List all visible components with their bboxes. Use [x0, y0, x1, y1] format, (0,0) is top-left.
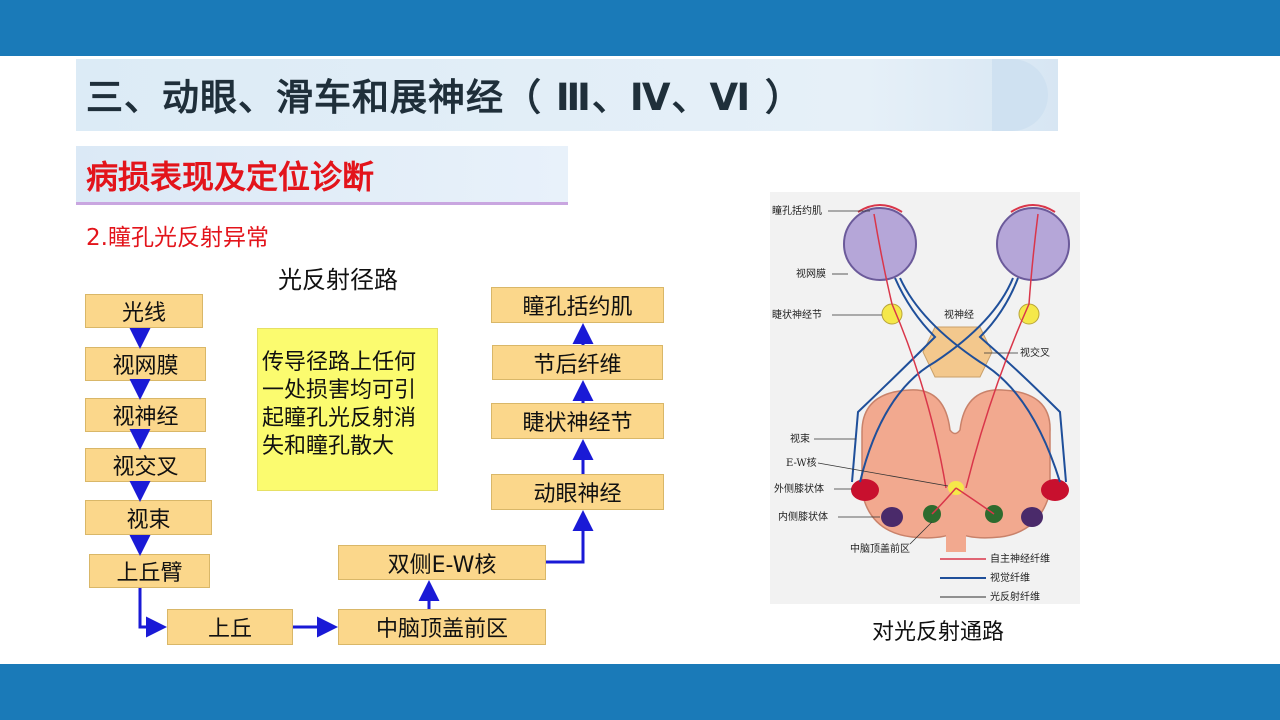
svg-text:视神经: 视神经 [944, 308, 974, 321]
svg-text:自主神经纤维: 自主神经纤维 [990, 552, 1050, 565]
visual-fibers [851, 277, 1067, 483]
section-heading: 病损表现及定位诊断 [86, 158, 375, 196]
flow-box-sphincter: 瞳孔括约肌 [491, 287, 664, 323]
brainstem [946, 482, 966, 552]
svg-text:视交叉: 视交叉 [1020, 346, 1050, 359]
left-lgb [851, 479, 879, 501]
arrow-ew-oculomotor [546, 510, 594, 564]
title-band: 三、动眼、滑车和展神经（ Ⅲ、Ⅳ、Ⅵ ） [76, 59, 1058, 131]
right-mgb [1021, 507, 1043, 527]
svg-text:内侧膝状体: 内侧膝状体 [778, 510, 828, 523]
left-iris [857, 204, 903, 213]
title-decoration [992, 59, 1048, 131]
right-eyeball [996, 207, 1070, 281]
svg-text:视网膜: 视网膜 [796, 267, 826, 280]
diagram-title: 光反射径路 [278, 266, 398, 294]
flow-box-brachium: 上丘臂 [89, 554, 210, 588]
page-title: 三、动眼、滑车和展神经（ Ⅲ、Ⅳ、Ⅵ ） [86, 76, 804, 119]
flow-box-retina: 视网膜 [85, 347, 206, 381]
flow-box-optic-tract: 视束 [85, 500, 212, 535]
svg-text:E-W核: E-W核 [786, 456, 817, 469]
flow-box-chiasm: 视交叉 [85, 448, 206, 482]
svg-text:视束: 视束 [790, 432, 810, 445]
arrow-brachium-colliculus [138, 588, 167, 638]
flow-box-light: 光线 [85, 294, 203, 328]
bottom-bar [0, 664, 1280, 720]
subtitle-band: 病损表现及定位诊断 [76, 146, 568, 205]
left-mgb [881, 507, 903, 527]
autonomic-fibers [873, 213, 1039, 515]
flow-box-optic-nerve: 视神经 [85, 398, 206, 432]
top-bar [0, 0, 1280, 56]
flow-box-postganglionic: 节后纤维 [492, 345, 663, 380]
svg-text:外侧膝状体: 外侧膝状体 [774, 482, 824, 495]
section-label: 2.瞳孔光反射异常 [86, 225, 269, 251]
svg-text:中脑顶盖前区: 中脑顶盖前区 [850, 542, 910, 555]
right-lgb [1041, 479, 1069, 501]
light-reflex-anatomy: 瞳孔括约肌 视网膜 睫状神经节 视神经 视交叉 视束 E-W核 外侧膝状体 内侧… [770, 192, 1080, 604]
midbrain-section [861, 389, 1051, 539]
svg-text:光反射纤维: 光反射纤维 [990, 590, 1040, 603]
note-box: 传导径路上任何一处损害均可引起瞳孔光反射消失和瞳孔散大 [257, 328, 438, 491]
right-iris [1010, 204, 1056, 213]
flow-box-superior-colliculus: 上丘 [167, 609, 293, 645]
flow-box-ciliary-ganglion: 睫状神经节 [491, 403, 664, 439]
flow-box-oculomotor-nerve: 动眼神经 [491, 474, 664, 510]
flow-box-ew-nuclei: 双侧E-W核 [338, 545, 546, 580]
svg-text:瞳孔括约肌: 瞳孔括约肌 [772, 204, 822, 217]
anatomy-caption: 对光反射通路 [872, 620, 1005, 645]
svg-text:视觉纤维: 视觉纤维 [990, 571, 1030, 584]
svg-text:睫状神经节: 睫状神经节 [772, 308, 822, 321]
flow-box-pretectal-area: 中脑顶盖前区 [338, 609, 546, 645]
